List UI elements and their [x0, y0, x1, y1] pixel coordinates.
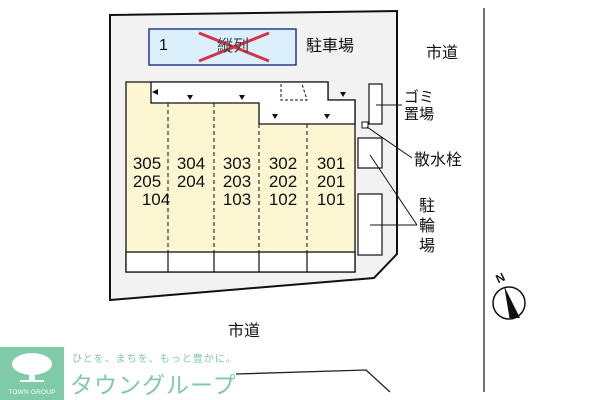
- compass-icon: [492, 286, 526, 320]
- balcony-row: [125, 251, 356, 273]
- town-group-logo: TOWN GROUP: [0, 347, 64, 400]
- hydrant-marker: [361, 121, 369, 129]
- unit-303: 303: [222, 154, 252, 173]
- bicycle-label-2: 輪: [418, 216, 435, 235]
- bicycle-label-3: 場: [418, 236, 435, 255]
- garbage-label-2: 置場: [404, 105, 435, 123]
- unit-201: 201: [316, 172, 346, 191]
- arrow-icon: [239, 95, 245, 100]
- arrow-icon: [187, 95, 193, 100]
- parking-space-status: 縦列: [217, 36, 250, 55]
- arrow-icon: [340, 92, 346, 97]
- unit-101: 101: [316, 190, 346, 209]
- stair-outline: [280, 83, 308, 101]
- brand-name: タウングループ: [70, 373, 237, 399]
- garbage-area: [368, 83, 383, 125]
- hydrant-label: 散水栓: [414, 150, 463, 169]
- unit-103: 103: [222, 190, 252, 209]
- unit-304: 304: [176, 154, 206, 173]
- unit-204: 204: [176, 172, 206, 191]
- parking-space-number: 1: [159, 37, 168, 54]
- arrow-icon: [324, 114, 330, 119]
- unit-301: 301: [316, 154, 346, 173]
- unit-205: 205: [132, 172, 162, 191]
- bicycle-label-1: 駐: [418, 196, 435, 215]
- unit-102: 102: [268, 190, 298, 209]
- unit-104: 104: [141, 190, 171, 209]
- east-road-label: 市道: [426, 43, 459, 62]
- corridor: [150, 81, 356, 125]
- south-road-label: 市道: [228, 321, 261, 340]
- arrow-icon: [152, 89, 158, 95]
- tagline: ひとを、まちを、もっと豊かに。: [72, 354, 237, 365]
- unit-203: 203: [222, 172, 252, 191]
- arrow-icon: [272, 114, 278, 119]
- unit-202: 202: [268, 172, 298, 191]
- unit-305: 305: [132, 154, 162, 173]
- logo-text: TOWN GROUP: [8, 389, 56, 396]
- garbage-label-1: ゴミ: [404, 88, 435, 106]
- bicycle-area-1: [357, 137, 383, 169]
- unit-302: 302: [268, 154, 298, 173]
- cross-mark: [198, 31, 270, 63]
- tree-icon: [12, 353, 52, 382]
- south-road-line: [235, 369, 391, 393]
- parking-label: 駐車場: [306, 36, 355, 55]
- parking-space-1: [148, 28, 297, 66]
